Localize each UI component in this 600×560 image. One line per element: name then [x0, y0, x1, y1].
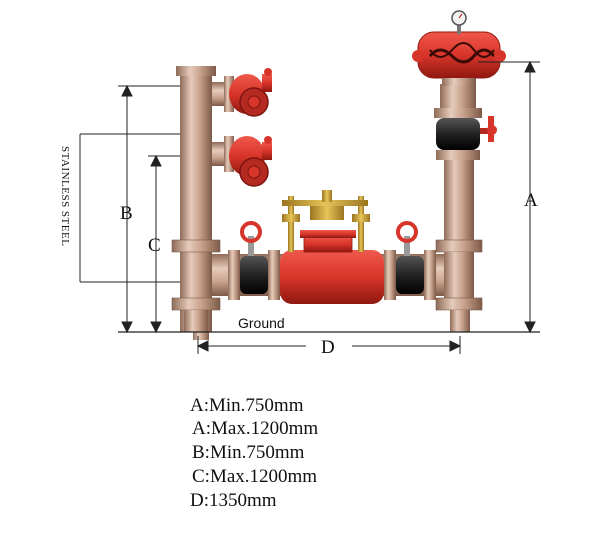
label-d: D: [321, 337, 335, 358]
right-stainless-pipe: [434, 84, 483, 332]
right-inline-valve: [384, 221, 436, 300]
spec-c-max: C:Max.1200mm: [192, 466, 318, 487]
right-gate-valve: [436, 116, 497, 150]
dimension-b: [118, 84, 180, 334]
spec-a-min: A:Min.750mm: [190, 395, 304, 416]
siamese-inlet-head: [412, 31, 506, 86]
label-c: C: [148, 235, 161, 256]
spec-a-max: A:Max.1200mm: [192, 418, 319, 439]
left-stainless-pipe: [171, 66, 221, 340]
lower-landing-valve: [212, 136, 272, 187]
pressure-gauge-icon: [451, 10, 467, 34]
dimension-c: [148, 154, 180, 334]
label-stainless-steel: STAINLESS STEEL: [59, 146, 71, 246]
label-ground: Ground: [238, 315, 285, 331]
label-b: B: [120, 203, 133, 224]
dimension-a: [478, 60, 540, 334]
upper-landing-valve: [212, 68, 272, 117]
stainless-steel-bracket: [79, 133, 180, 283]
check-valve-body: [280, 230, 384, 304]
spec-d: D:1350mm: [190, 490, 277, 511]
label-a: A: [524, 190, 538, 211]
dimension-d: [196, 336, 462, 354]
left-inline-valve: [228, 221, 280, 300]
spec-b-min: B:Min.750mm: [192, 442, 305, 463]
bypass-brass-piping: [282, 190, 370, 252]
